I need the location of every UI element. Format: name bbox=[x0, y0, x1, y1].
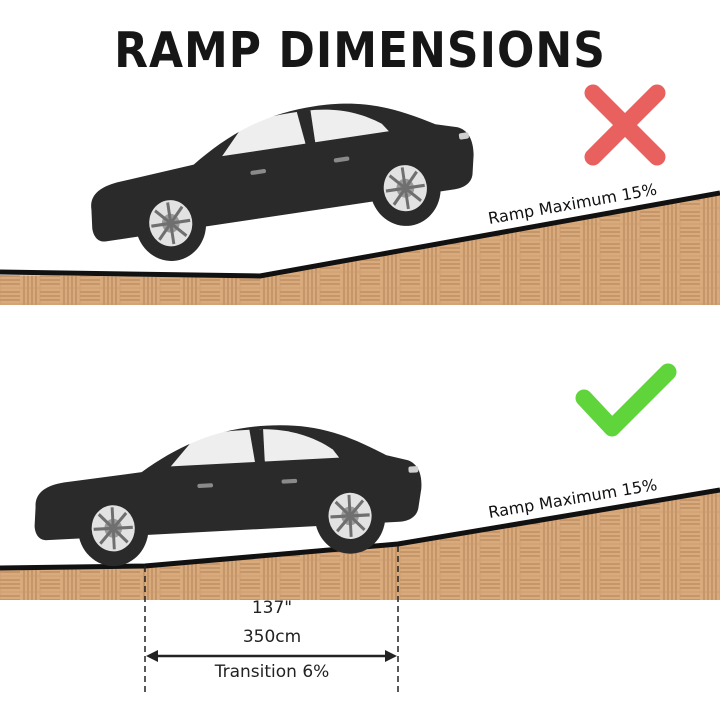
good-ground-pattern bbox=[0, 492, 720, 600]
good-ramp-line bbox=[0, 487, 720, 571]
bad-car-icon bbox=[77, 82, 485, 274]
bad-ramp-line bbox=[0, 190, 720, 279]
bad-ramp-scene bbox=[0, 82, 720, 305]
check-icon bbox=[575, 363, 677, 437]
page-title: RAMP DIMENSIONS bbox=[114, 22, 606, 80]
good-car-icon bbox=[28, 416, 427, 572]
transition-length-cm: 350cm bbox=[242, 627, 302, 647]
transition-percentage-label: Transition 6% bbox=[214, 662, 330, 682]
transition-dimension-arrow bbox=[146, 650, 397, 662]
cross-icon bbox=[584, 84, 666, 166]
good-ramp-scene bbox=[0, 363, 720, 692]
bad-ground-pattern bbox=[0, 195, 720, 305]
transition-length-inches: 137" bbox=[251, 598, 293, 618]
